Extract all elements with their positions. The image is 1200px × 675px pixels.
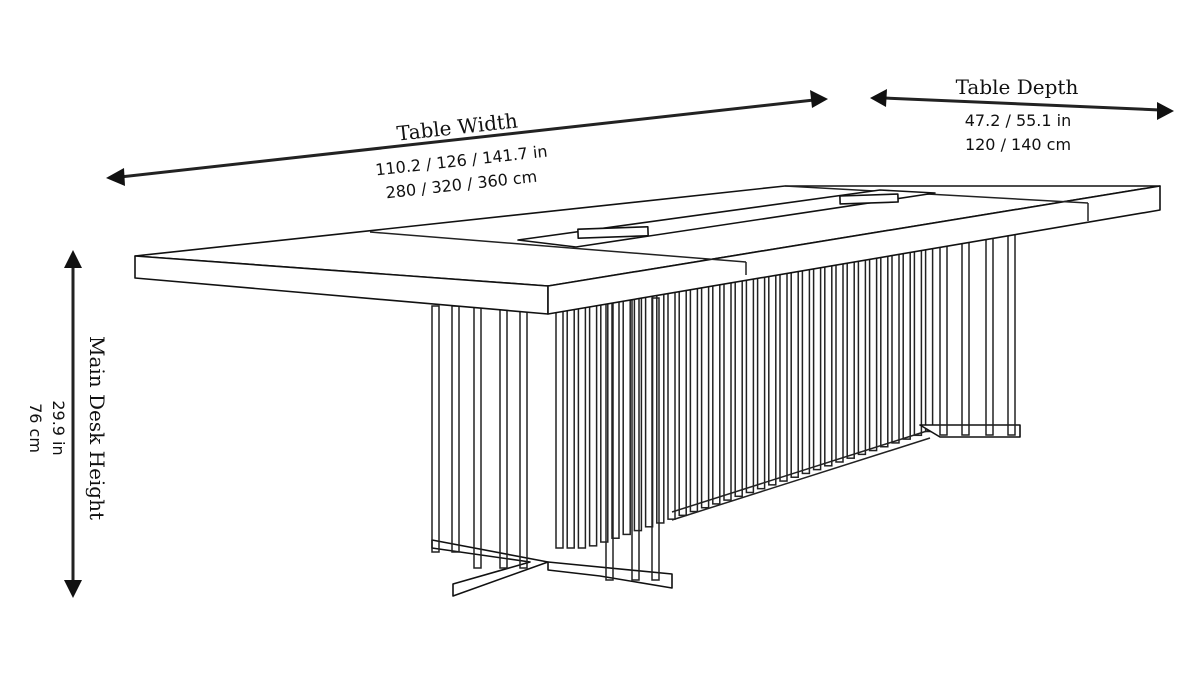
left-frame-leg	[431, 297, 673, 597]
left-leg-rod	[473, 305, 482, 569]
width-dimension-arrow	[106, 90, 828, 186]
table-top	[134, 185, 1161, 315]
height-dimension-arrow	[64, 250, 82, 598]
slat	[924, 243, 934, 433]
slat	[622, 294, 631, 536]
right-leg-rod	[961, 233, 970, 436]
slat	[689, 283, 699, 513]
slat	[913, 245, 923, 437]
slat	[566, 304, 575, 549]
slat	[756, 272, 766, 490]
left-leg-rod	[499, 305, 508, 569]
height-cm: 76 cm	[26, 403, 45, 453]
top-seam-right	[784, 185, 1089, 204]
slat	[667, 287, 676, 520]
table-top-side-edge	[547, 185, 1161, 315]
slat	[790, 266, 799, 478]
left-leg-rod	[431, 305, 440, 553]
slat	[768, 270, 777, 486]
right-leg-rod	[1007, 233, 1016, 436]
left-leg-rod	[631, 297, 640, 581]
slat	[712, 279, 721, 505]
depth-label: Table Depth	[956, 75, 1079, 99]
right-leg-rod	[939, 233, 948, 436]
slat	[678, 285, 687, 517]
slat	[656, 289, 665, 524]
slat	[745, 274, 755, 494]
slat	[880, 251, 889, 448]
depth-cm: 120 / 140 cm	[965, 135, 1071, 154]
slat	[555, 305, 564, 549]
left-leg-rod	[451, 305, 460, 553]
slat	[812, 262, 822, 471]
slat	[723, 277, 732, 501]
top-seam-left	[369, 231, 747, 263]
slat	[577, 302, 587, 549]
depth-dimension-arrow	[870, 89, 1174, 120]
power-box-right	[839, 193, 899, 205]
slat	[902, 247, 911, 440]
depth-inches: 47.2 / 55.1 in	[965, 111, 1071, 130]
slat	[891, 249, 900, 444]
slat	[779, 268, 788, 482]
slat	[801, 264, 811, 475]
slat-panel-bottom-rail-inner	[671, 437, 931, 521]
left-leg-rod	[519, 305, 528, 569]
slat	[633, 292, 643, 532]
slat	[700, 281, 710, 509]
power-box-left	[577, 225, 649, 240]
slat	[846, 257, 855, 459]
slat	[868, 253, 878, 452]
height-inches: 29.9 in	[49, 400, 68, 455]
slat	[588, 300, 598, 547]
slat	[835, 258, 844, 463]
slat	[824, 260, 833, 467]
right-frame-leg	[919, 233, 1021, 438]
right-leg-rod	[985, 233, 994, 436]
left-leg-rod	[651, 297, 660, 581]
slat-panel-bottom-rail	[671, 429, 931, 513]
slat	[734, 275, 743, 498]
slat	[857, 255, 867, 456]
height-label: Main Desk Height	[85, 336, 109, 520]
